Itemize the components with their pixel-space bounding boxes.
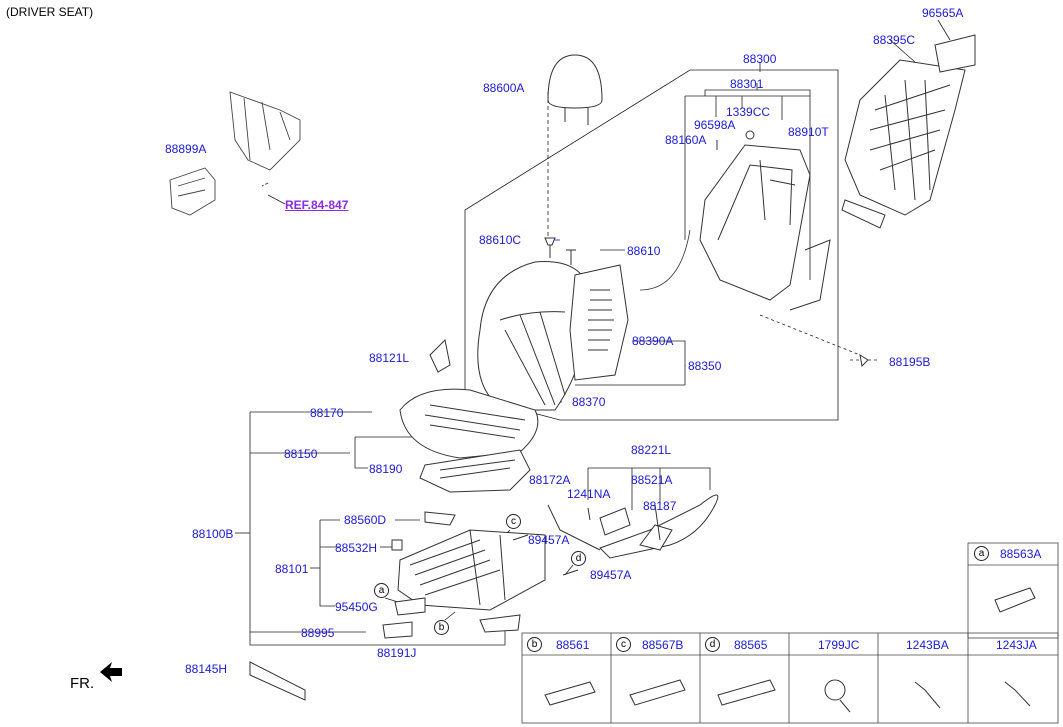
label-88610[interactable]: 88610 [627,244,661,258]
label-88121L[interactable]: 88121L [369,351,410,365]
label-88395C[interactable]: 88395C [873,33,916,47]
label-88560D[interactable]: 88560D [344,513,387,527]
label-88160A[interactable]: 88160A [665,133,707,147]
bracket-drawing [169,91,301,216]
screw-drawings [512,237,869,576]
label-96598A[interactable]: 96598A [694,118,736,132]
label-88150[interactable]: 88150 [284,447,318,461]
label-88195B[interactable]: 88195B [889,355,931,369]
label-1241NA[interactable]: 1241NA [567,487,611,501]
label-88610C[interactable]: 88610C [479,233,522,247]
label-88521A[interactable]: 88521A [631,473,673,487]
label-88390A[interactable]: 88390A [632,334,674,348]
label-88600A[interactable]: 88600A [483,81,525,95]
label-88532H[interactable]: 88532H [335,541,378,555]
seat-frame-drawing [382,511,546,639]
diagram-title: (DRIVER SEAT) [6,5,94,19]
label-88910T[interactable]: 88910T [788,125,829,139]
label-88191J[interactable]: 88191J [377,646,417,660]
callout-a: a [374,583,389,598]
callout-b: b [434,620,449,635]
callout-c: c [506,514,521,529]
label-1339CC[interactable]: 1339CC [726,105,771,119]
label-88101[interactable]: 88101 [275,562,309,576]
front-marker: FR. [70,675,95,692]
label-88370[interactable]: 88370 [572,395,606,409]
front-arrow-icon [100,662,122,682]
legend-cell-3-letter: d [705,637,720,652]
label-88995[interactable]: 88995 [301,626,335,640]
label-88145H[interactable]: 88145H [185,662,228,676]
headrest-drawing [547,54,603,125]
label-89457A-c[interactable]: 89457A [528,533,570,547]
legend-cell-1-part[interactable]: 88561 [556,638,590,652]
label-88172A[interactable]: 88172A [529,473,571,487]
legend-cell-5-part[interactable]: 1243BA [906,638,949,652]
label-88350[interactable]: 88350 [688,359,722,373]
callout-d: d [571,551,586,566]
legend-cell-2-letter: c [616,637,631,652]
label-89457A-d[interactable]: 89457A [590,568,632,582]
label-88100B[interactable]: 88100B [192,527,234,541]
legend-top-part[interactable]: 88563A [1000,547,1042,561]
label-88221L[interactable]: 88221L [631,443,672,457]
label-96565A[interactable]: 96565A [922,6,964,20]
label-88300[interactable]: 88300 [743,52,777,66]
backrest-pad-drawing [569,264,629,381]
reference-link[interactable]: REF.84-847 [285,198,349,212]
label-88190[interactable]: 88190 [369,462,403,476]
legend-cell-2-part[interactable]: 88567B [642,638,684,652]
label-88899A[interactable]: 88899A [165,142,207,156]
recliner-cover-drawing [429,338,451,373]
label-88301[interactable]: 88301 [730,77,764,91]
cushion-cover-drawing [399,388,539,459]
legend-top-letter: a [974,546,989,561]
backrest-frame-drawing [639,130,831,311]
legend-cell-4-part[interactable]: 1799JC [818,638,860,652]
legend-cell-3-part[interactable]: 88565 [734,638,768,652]
side-shield-drawing [547,494,719,559]
label-88187[interactable]: 88187 [643,499,677,513]
label-88170[interactable]: 88170 [310,406,344,420]
legend-table [521,542,1059,724]
label-95450G[interactable]: 95450G [335,600,378,614]
legend-cell-1-letter: b [527,637,542,652]
legend-part-drawings [544,587,1036,713]
cushion-pad-drawing [419,449,531,493]
back-cover-drawing [841,34,976,229]
legend-cell-6-part[interactable]: 1243JA [996,638,1037,652]
garnish-drawing [249,661,306,701]
